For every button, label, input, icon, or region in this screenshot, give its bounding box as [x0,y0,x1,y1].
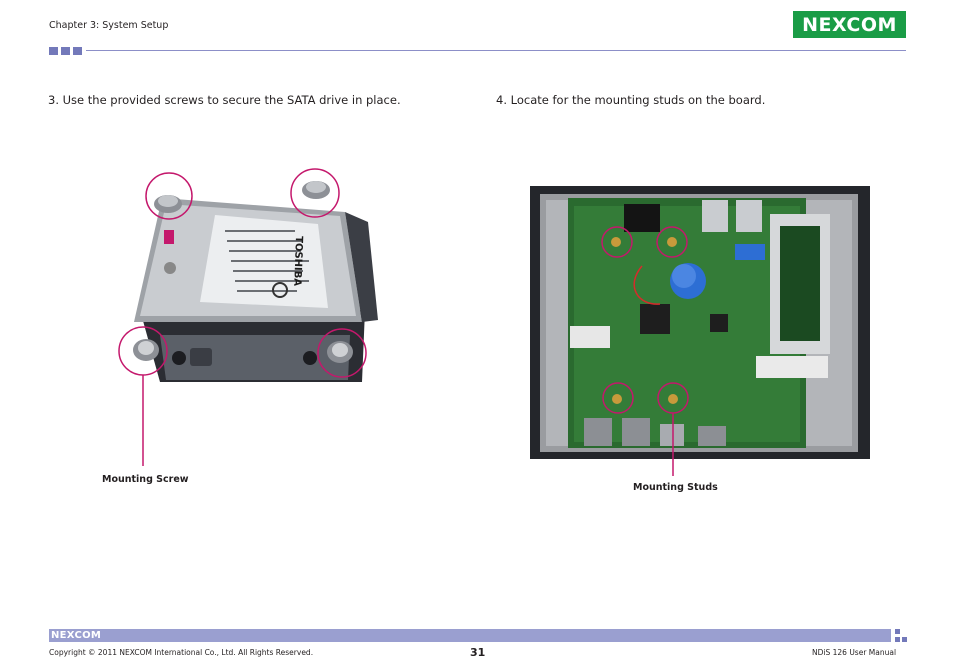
logo-text: NEXCOM [802,13,897,36]
footer-square [902,637,907,642]
header-square [49,47,58,55]
header-rule [86,50,906,51]
mounting-screw-label: Mounting Screw [102,474,189,485]
footer-logo: NEXCOM [51,630,102,641]
mounting-stud [612,394,622,404]
sata-connector [735,244,765,260]
callout-circle [602,382,634,414]
callout-circle [145,172,193,220]
mounting-studs-label: Mounting Studs [633,482,718,493]
callout-circle [290,168,340,218]
callout-circle [656,226,688,258]
mounting-stud [668,394,678,404]
footer-square [895,637,900,642]
motherboard-figure [530,186,870,476]
footer-square [895,629,900,634]
copyright-text: Copyright © 2011 NEXCOM International Co… [49,648,314,657]
mounting-screw [154,195,182,213]
page-number: 31 [470,646,486,659]
mounting-stud [611,237,621,247]
callout-circle [317,328,367,378]
mounting-screw [133,339,159,361]
drive-brand-text: TOSHIBA [291,236,304,287]
nexcom-logo: NEXCOM [793,11,906,38]
chapter-title: Chapter 3: System Setup [49,20,169,31]
manual-title: NDiS 126 User Manual [812,648,897,657]
mounting-stud [667,237,677,247]
sata-drive-figure: TOSHIBA [118,168,378,466]
step-4-text: 4. Locate for the mounting studs on the … [496,93,766,107]
mounting-screw [302,181,330,199]
header-square [73,47,82,55]
header-square [61,47,70,55]
callout-circle [601,226,633,258]
step-3-text: 3. Use the provided screws to secure the… [48,93,401,107]
footer-bar [49,629,891,642]
mounting-screw [327,341,353,363]
